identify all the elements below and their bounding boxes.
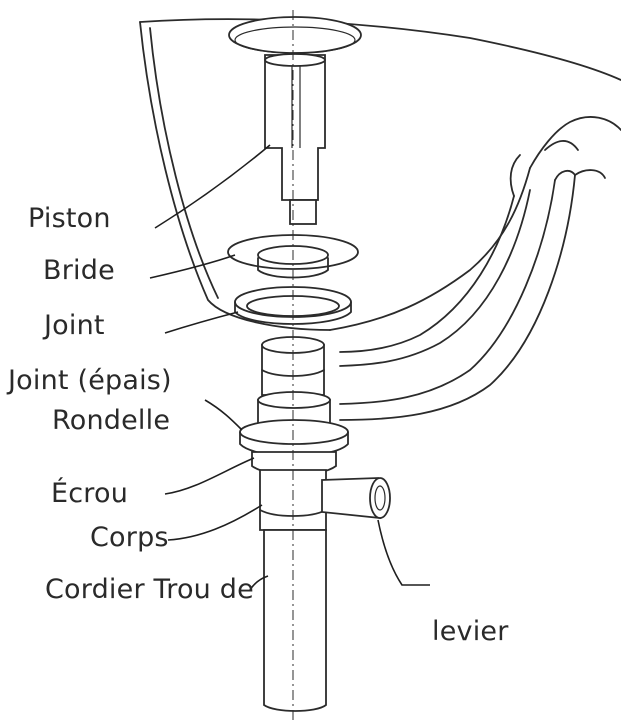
leader-joint-epais [204,399,243,431]
leader-cordier [249,575,269,591]
label-bride: Bride [43,255,115,286]
label-levier: levier [432,616,509,647]
drain-body [259,469,391,712]
leader-levier [377,519,430,586]
label-ecrou: Écrou [51,478,129,509]
thick-joint-and-washer [239,391,349,457]
label-corps: Corps [90,522,169,553]
label-joint: Joint [44,310,105,341]
stopper-cap [228,16,362,54]
gasket [234,286,352,325]
leader-ecrou [164,457,255,495]
leader-lines [149,144,430,591]
label-cordier-trou: Cordier Trou de [45,574,254,605]
leader-piston [154,144,271,229]
leader-corps [167,504,263,541]
overflow-channel [339,169,606,421]
label-rondelle: Rondelle [52,405,171,436]
label-piston: Piston [28,203,111,234]
basin-outline [139,18,621,331]
piston-rod [264,53,326,225]
label-joint-epais: Joint (épais) [8,365,172,396]
leader-joint [164,311,239,334]
leader-bride [149,254,236,279]
